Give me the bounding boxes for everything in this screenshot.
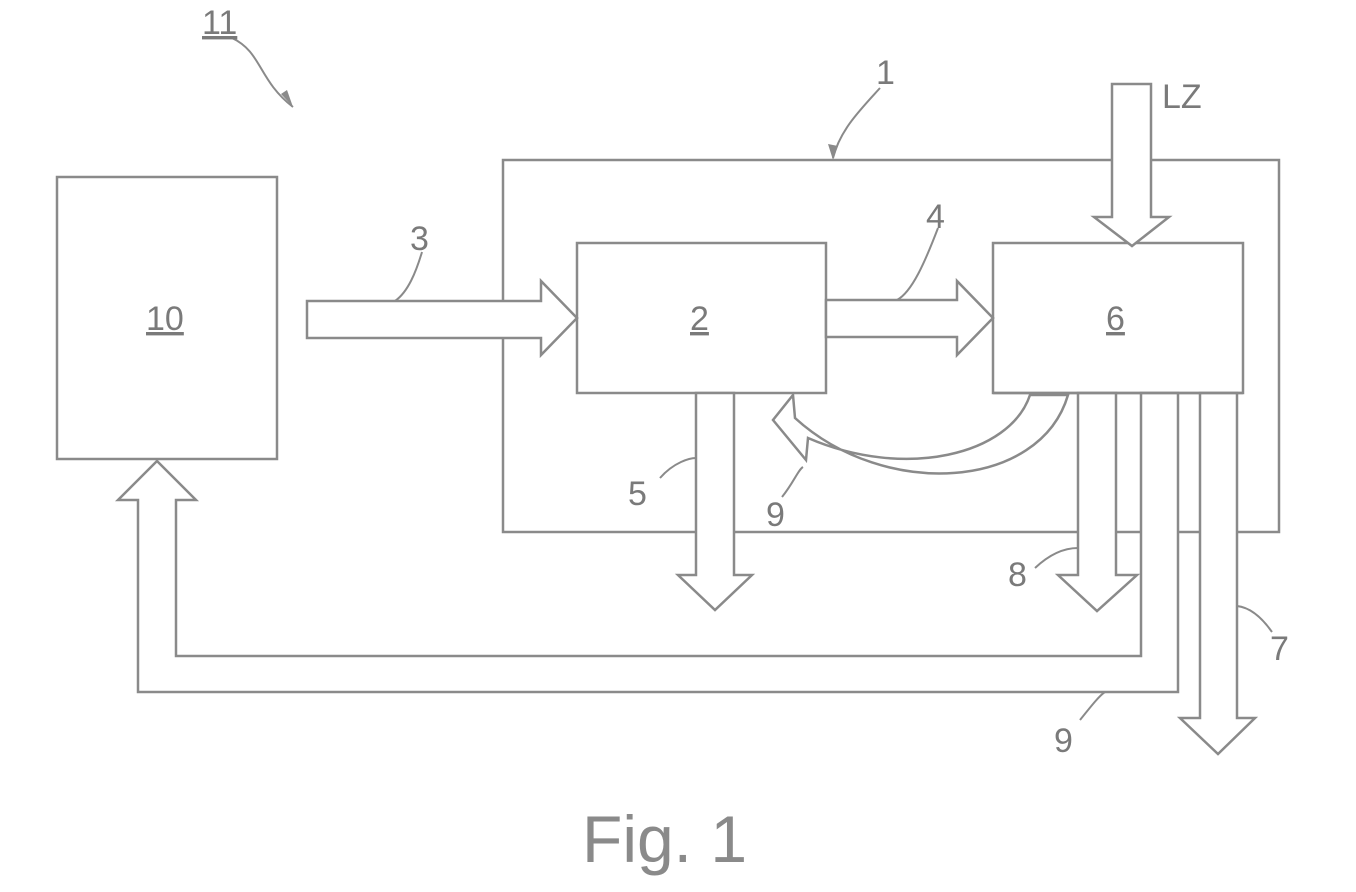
label-flow-8: 8 (1008, 556, 1027, 594)
label-flow-5: 5 (628, 475, 647, 513)
label-flow-4: 4 (926, 198, 945, 236)
label-unit-1: 1 (876, 54, 895, 92)
label-input-lz: LZ (1162, 78, 1202, 116)
label-flow-9-return: 9 (1054, 722, 1073, 760)
label-block-10: 10 (146, 300, 184, 338)
leader-1 (833, 88, 880, 158)
leader-9-return (1080, 692, 1105, 720)
label-block-2: 2 (690, 300, 709, 338)
leader-3 (395, 252, 422, 301)
label-system-11: 11 (202, 4, 237, 42)
label-flow-9-inner: 9 (766, 496, 785, 534)
label-block-6: 6 (1106, 300, 1125, 338)
label-flow-3: 3 (410, 220, 429, 258)
leader-1-tip (828, 144, 838, 160)
label-flow-7: 7 (1270, 630, 1289, 668)
leader-7 (1237, 606, 1272, 632)
figure-caption: Fig. 1 (582, 802, 747, 876)
leader-8 (1035, 548, 1078, 568)
